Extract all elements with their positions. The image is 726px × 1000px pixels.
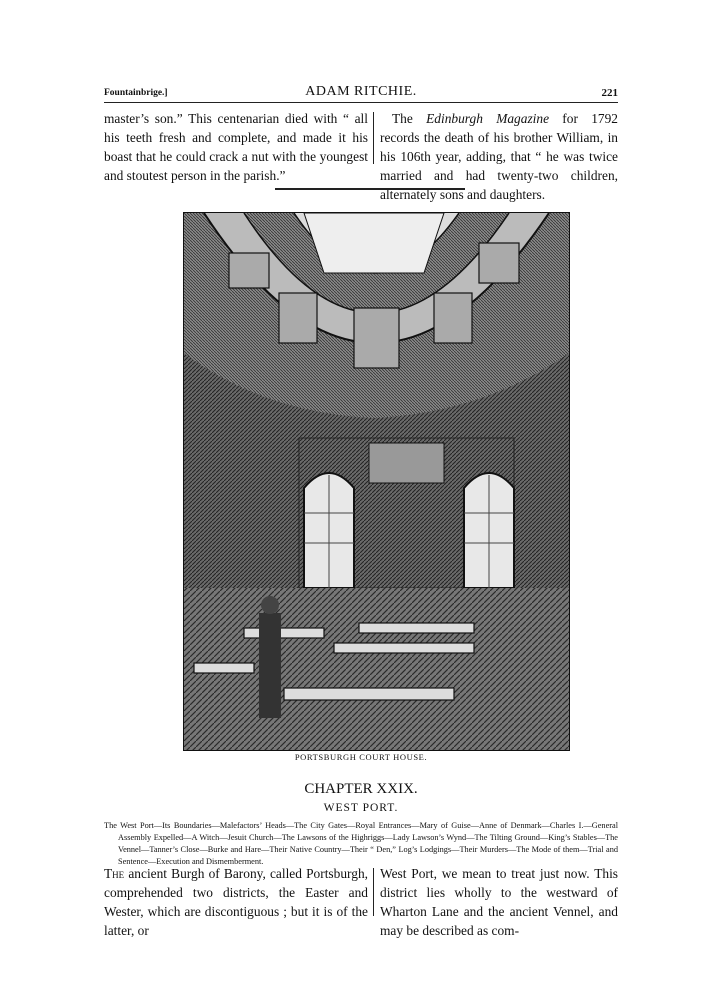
paragraph: The Edinburgh Magazine for 1792 records … bbox=[380, 109, 618, 204]
running-head-section: Fountainbrige.] bbox=[104, 88, 168, 98]
body-left-column: The ancient Burgh of Barony, called Port… bbox=[104, 864, 368, 940]
lead-word: The bbox=[104, 866, 125, 881]
section-rule bbox=[275, 188, 465, 190]
running-head: Fountainbrige.] ADAM RITCHIE. 221 bbox=[104, 84, 618, 103]
chapter-title: CHAPTER XXIX. bbox=[304, 781, 418, 797]
top-left-column: master’s son.” This centenarian died wit… bbox=[104, 109, 368, 185]
paragraph: The ancient Burgh of Barony, called Port… bbox=[104, 864, 368, 940]
illustration-caption: PORTSBURGH COURT HOUSE. bbox=[294, 752, 428, 762]
text: ancient Burgh of Barony, called Portsbur… bbox=[104, 866, 368, 938]
column-divider bbox=[373, 112, 374, 164]
page-number: 221 bbox=[601, 87, 619, 99]
body-right-column: West Port, we mean to treat just now. Th… bbox=[380, 864, 618, 940]
running-head-title: ADAM RITCHIE. bbox=[305, 84, 417, 99]
paragraph: West Port, we mean to treat just now. Th… bbox=[380, 866, 618, 938]
chapter-subtitle: WEST PORT. bbox=[323, 802, 399, 814]
top-right-column: The Edinburgh Magazine for 1792 records … bbox=[380, 109, 618, 204]
engraving-court-house-interior bbox=[183, 212, 570, 751]
column-divider bbox=[373, 868, 374, 916]
engraving-image bbox=[184, 212, 569, 750]
paragraph: master’s son.” This centenarian died wit… bbox=[104, 111, 368, 183]
text: for 1792 records the death of his brothe… bbox=[380, 111, 618, 202]
magazine-title: Edinburgh Magazine bbox=[426, 111, 550, 126]
text: The bbox=[392, 111, 427, 126]
chapter-summary: The West Port—Its Boundaries—Malefactors… bbox=[104, 821, 618, 866]
